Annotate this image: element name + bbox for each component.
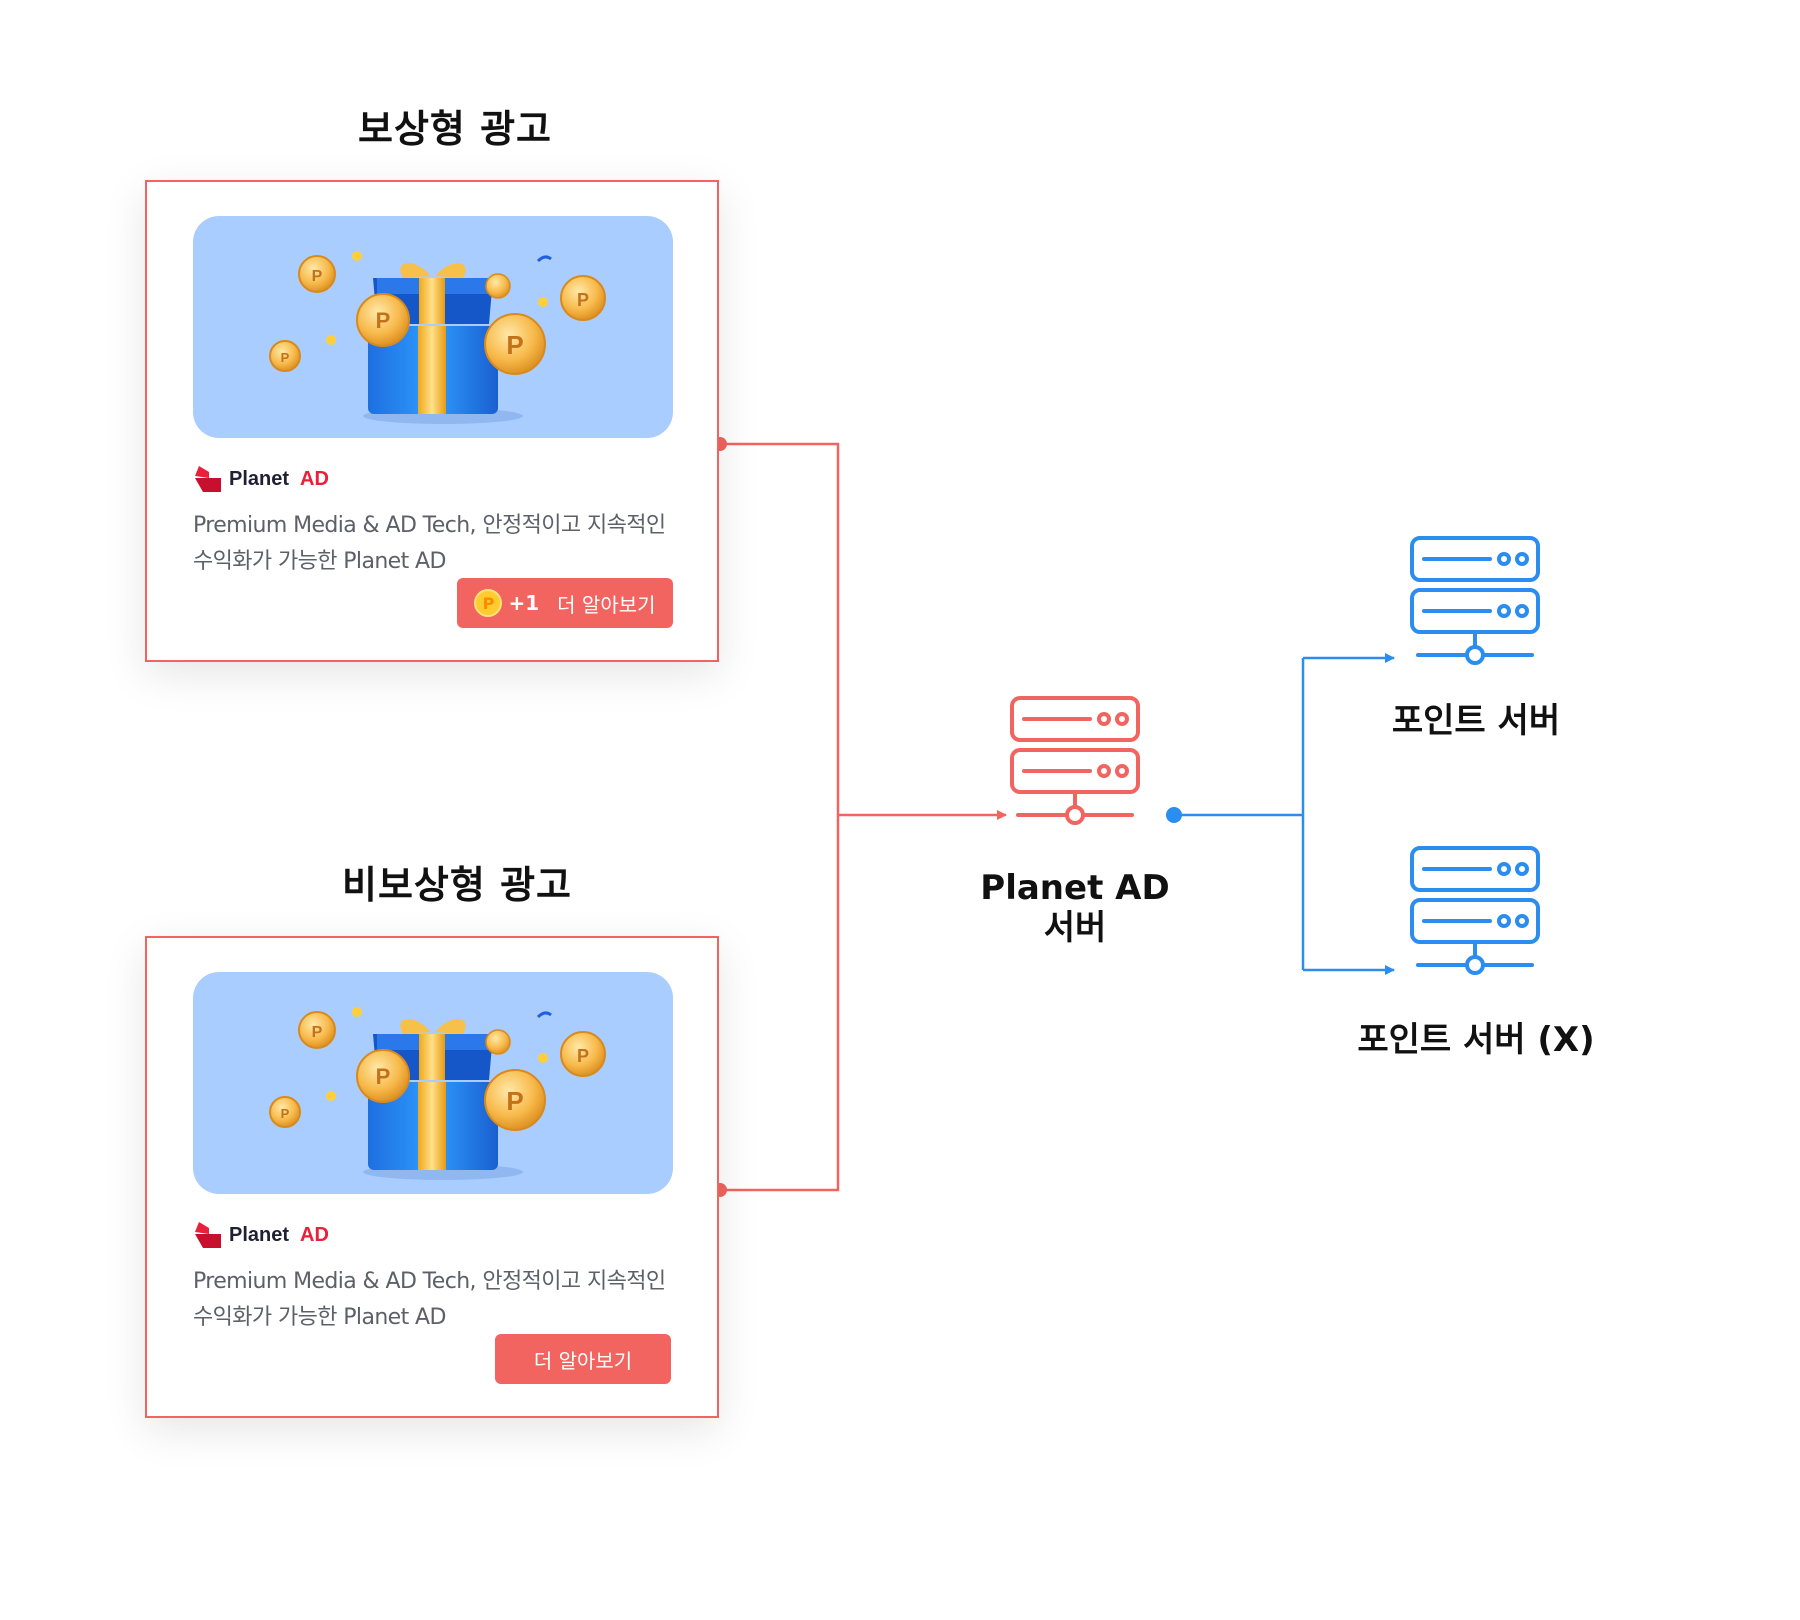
learn-more-button-rewarded[interactable]: P +1 더 알아보기 [457,578,673,628]
server-icon [1010,696,1140,825]
server-to-point-connector [1166,653,1395,975]
planet-ad-brand: Planet AD [193,1220,329,1250]
planet-ad-brand: Planet AD [193,464,329,494]
planet-ad-logo-icon [195,466,221,492]
rewarded-ad-card: P P P P P Planet AD Premium Media & AD Te… [145,180,719,662]
svg-text:P: P [506,330,523,360]
svg-text:P: P [281,350,290,365]
non-rewarded-ad-title: 비보상형 광고 [342,863,572,907]
svg-text:P: P [312,268,323,285]
rewarded-ad-title: 보상형 광고 [357,107,553,151]
svg-text:P: P [577,290,589,310]
brand-suffix: AD [300,467,329,490]
non-rewarded-ad-card: P P P P P Planet AD Premium Media & AD Te… [145,936,719,1418]
learn-more-label: 더 알아보기 [557,592,656,617]
svg-text:P: P [506,1086,523,1116]
server-icon [1410,846,1540,975]
svg-text:P: P [376,308,391,333]
brand-suffix: AD [300,1223,329,1246]
server-icon [1410,536,1540,665]
planet-ad-server-label: Planet AD 서버 [960,868,1190,948]
point-coin-icon: P [474,589,503,617]
svg-text:P: P [312,1024,323,1041]
brand-name: Planet [229,467,290,490]
reward-bonus: +1 [508,591,540,615]
ad-description: Premium Media & AD Tech, 안정적이고 지속적인 수익화가… [193,1269,666,1330]
learn-more-label: 더 알아보기 [533,1348,633,1373]
svg-text:P: P [376,1064,391,1089]
planet-ad-server-label-line1: Planet AD [980,868,1170,908]
gift-box-with-coins-illustration: P P P P P [193,216,673,438]
learn-more-button-non-rewarded[interactable]: 더 알아보기 [495,1334,671,1384]
brand-name: Planet [229,1223,290,1246]
point-server-label: 포인트 서버 [1391,701,1561,741]
ad-description: Premium Media & AD Tech, 안정적이고 지속적인 수익화가… [193,513,666,574]
ad-to-server-connector [713,437,1007,1197]
point-server-x-label: 포인트 서버 (X) [1357,1020,1595,1060]
planet-ad-server-label-line2: 서버 [1043,908,1107,948]
gift-box-with-coins-illustration: P P P P P [193,972,673,1194]
svg-text:P: P [281,1106,290,1121]
svg-text:P: P [577,1046,589,1066]
planet-ad-logo-icon [195,1222,221,1248]
